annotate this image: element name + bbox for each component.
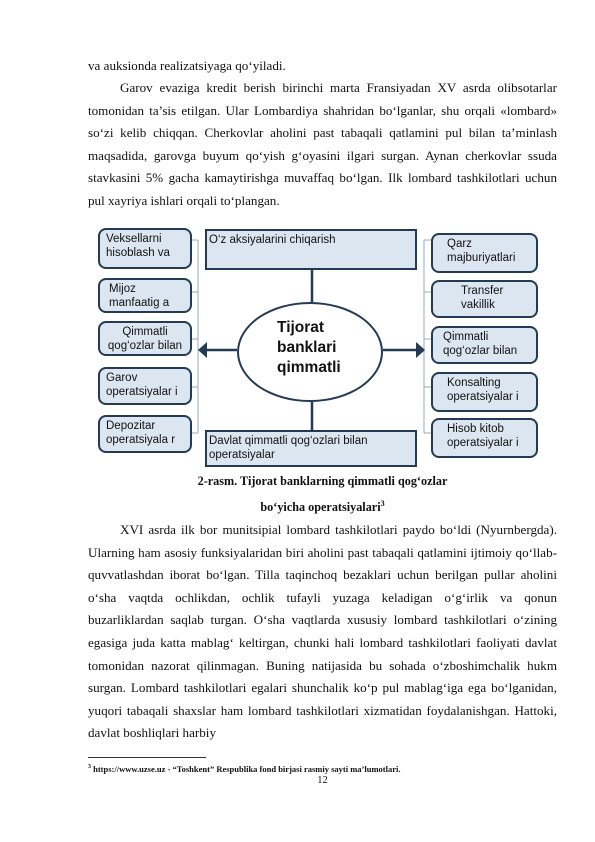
left-box-2: Mijoz manfaatig a (98, 278, 192, 313)
footnote-text: https://www.uzse.uz - “Toshkent” Respubl… (91, 763, 401, 774)
right-box-4: Konsalting operatsiyalar i (431, 372, 538, 412)
footnote-divider (88, 757, 206, 758)
figure-caption-line1: 2-rasm. Tijorat banklarning qimmatli qog… (197, 474, 448, 488)
right-box-1: Qarz majburiyatlari (431, 233, 538, 273)
page-number: 12 (317, 775, 328, 786)
left-box-3: Qimmatli qog‘ozlar bilan (98, 321, 192, 356)
footnote: 3 https://www.uzse.uz - “Toshkent” Respu… (88, 762, 557, 774)
caption-footnote-ref: 3 (380, 499, 385, 508)
center-oval: Tijorat banklari qimmatli (237, 302, 383, 402)
paragraph-1: Garov evaziga kredit berish birinchi mar… (88, 80, 557, 208)
right-box-2: Transfer vakillik (431, 280, 538, 318)
figure-caption-line2: bo‘yicha operatsiyalari3 (88, 493, 557, 518)
left-arrow-head (198, 342, 207, 358)
operations-diagram: O‘z aksiyalarini chiqarish Davlat qimmat… (88, 222, 558, 472)
bottom-box: Davlat qimmatli qog‘ozlari bilan operats… (205, 430, 417, 467)
left-box-4: Garov operatsiyalar i (98, 367, 192, 405)
top-line: va auksionda realizatsiyaga qo‘yiladi. (88, 58, 286, 73)
right-arrow-head (416, 342, 425, 358)
caption-text: bo‘yicha operatsiyalari (260, 500, 381, 515)
left-box-1: Veksellarni hisoblash va (98, 228, 192, 269)
left-box-5: Depozitar operatsiyala r (98, 415, 192, 453)
right-box-5: Hisob kitob operatsiyalar i (431, 418, 538, 458)
right-box-3: Qimmatli qog‘ozlar bilan (431, 326, 538, 364)
footnote-number: 3 (88, 764, 91, 770)
top-box: O‘z aksiyalarini chiqarish (205, 229, 417, 270)
paragraph-2: XVI asrda ilk bor munitsipial lombard ta… (88, 522, 557, 741)
